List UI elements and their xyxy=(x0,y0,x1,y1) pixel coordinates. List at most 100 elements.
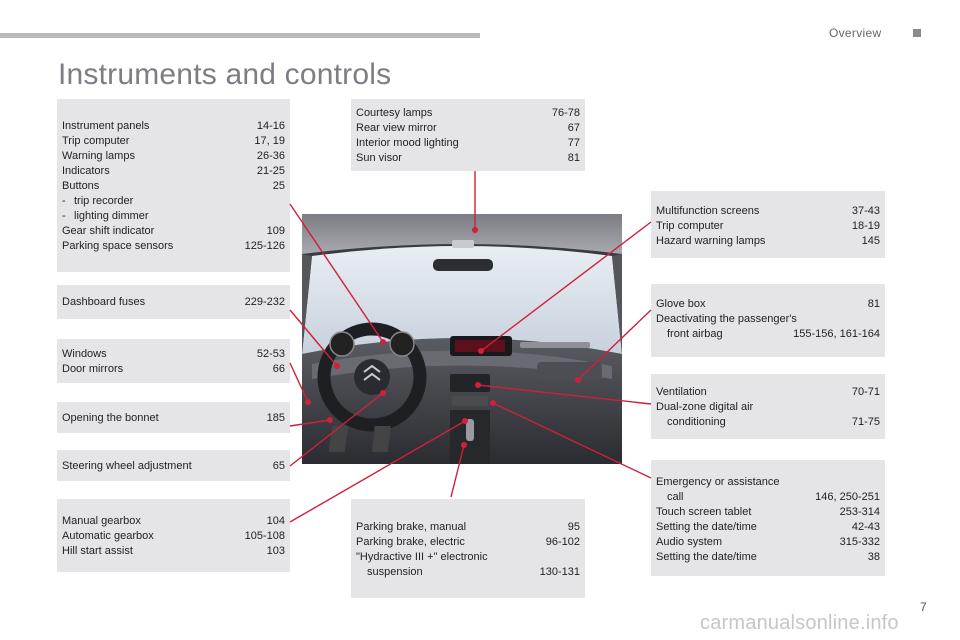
bonnet-box: Opening the bonnet 185 xyxy=(57,402,290,433)
reference-page: 109 xyxy=(266,225,285,237)
reference-row: Dual-zone digital air xyxy=(656,400,880,415)
reference-label: Parking brake, manual xyxy=(356,521,467,533)
reference-page: 185 xyxy=(266,412,285,424)
reference-page: 145 xyxy=(861,235,880,247)
reference-page: 155-156, 161-164 xyxy=(793,328,880,340)
reference-label-wrap: Rear view mirror xyxy=(356,121,437,136)
reference-label: Manual gearbox xyxy=(62,515,141,527)
reference-label: Automatic gearbox xyxy=(62,530,154,542)
reference-label: Emergency or assistance xyxy=(656,476,780,488)
reference-page: 71-75 xyxy=(851,416,880,428)
reference-row: Audio system 315-332 xyxy=(656,535,880,550)
reference-row: "Hydractive III +" electronic xyxy=(356,550,580,565)
page-title: Instruments and controls xyxy=(58,58,392,91)
reference-row: Instrument panels 14-16 xyxy=(62,119,285,134)
reference-label: Windows xyxy=(62,348,107,360)
reference-page: 37-43 xyxy=(851,205,880,217)
reference-page: 77 xyxy=(567,137,580,149)
reference-row: Glove box 81 xyxy=(656,297,880,312)
reference-label-wrap: Glove box xyxy=(656,297,706,312)
section-label: Overview xyxy=(829,26,882,40)
reference-label: Touch screen tablet xyxy=(656,506,752,518)
reference-label: call xyxy=(667,491,684,503)
reference-page: 66 xyxy=(272,363,285,375)
reference-label: trip recorder xyxy=(74,195,134,207)
reference-row: Hazard warning lamps 145 xyxy=(656,234,880,249)
reference-label-wrap: Dual-zone digital air xyxy=(656,400,753,415)
reference-page: 52-53 xyxy=(256,348,285,360)
reference-label: Audio system xyxy=(656,536,723,548)
reference-label-wrap: Deactivating the passenger's xyxy=(656,312,797,327)
reference-row: Interior mood lighting 77 xyxy=(356,136,580,151)
reference-label-wrap: Interior mood lighting xyxy=(356,136,459,151)
reference-label-wrap: Emergency or assistance xyxy=(656,475,780,490)
reference-label: "Hydractive III +" electronic xyxy=(356,551,488,563)
reference-label-wrap: Sun visor xyxy=(356,151,402,166)
reference-page: 146, 250-251 xyxy=(815,491,880,503)
reference-page: 25 xyxy=(272,180,285,192)
watermark: carmanualsonline.info xyxy=(700,612,899,634)
reference-label-wrap: "Hydractive III +" electronic xyxy=(356,550,488,565)
reference-page: 17, 19 xyxy=(254,135,285,147)
reference-label-wrap: Touch screen tablet xyxy=(656,505,751,520)
reference-row: Ventilation 70-71 xyxy=(656,385,880,400)
page-number: 7 xyxy=(920,600,927,614)
section-marker xyxy=(913,29,921,37)
reference-label-wrap: -trip recorder xyxy=(62,194,133,209)
dashboard-photo xyxy=(302,214,622,464)
reference-label: Setting the date/time xyxy=(656,551,757,563)
reference-row: Deactivating the passenger's xyxy=(656,312,880,327)
reference-label: Buttons xyxy=(62,180,100,192)
reference-label: suspension xyxy=(367,566,423,578)
reference-page: 81 xyxy=(867,298,880,310)
reference-row: suspension 130-131 xyxy=(356,565,580,580)
reference-page: 315-332 xyxy=(839,536,880,548)
reference-label-wrap: conditioning xyxy=(656,415,726,430)
reference-label-wrap: -lighting dimmer xyxy=(62,209,149,224)
reference-row: -trip recorder xyxy=(62,194,285,209)
reference-label-wrap: Ventilation xyxy=(656,385,707,400)
reference-label-wrap: Setting the date/time xyxy=(656,520,757,535)
reference-label: Glove box xyxy=(656,298,706,310)
reference-page: 14-16 xyxy=(256,120,285,132)
reference-row: Opening the bonnet 185 xyxy=(62,411,285,426)
reference-label: Setting the date/time xyxy=(656,521,757,533)
reference-label: Gear shift indicator xyxy=(62,225,155,237)
reference-page: 95 xyxy=(567,521,580,533)
reference-label-wrap: Dashboard fuses xyxy=(62,295,145,310)
reference-label-wrap: suspension xyxy=(356,565,423,580)
reference-label: Multifunction screens xyxy=(656,205,760,217)
reference-label: Instrument panels xyxy=(62,120,150,132)
reference-label-wrap: Hazard warning lamps xyxy=(656,234,765,249)
reference-label-wrap: Parking brake, electric xyxy=(356,535,465,550)
reference-label-wrap: Indicators xyxy=(62,164,110,179)
reference-label-wrap: Windows xyxy=(62,347,107,362)
reference-page: 104 xyxy=(266,515,285,527)
reference-row: conditioning 71-75 xyxy=(656,415,880,430)
reference-label-wrap: Courtesy lamps xyxy=(356,106,432,121)
reference-label-wrap: Setting the date/time xyxy=(656,550,757,565)
reference-page: 130-131 xyxy=(539,566,580,578)
reference-page: 70-71 xyxy=(851,386,880,398)
reference-label: Trip computer xyxy=(656,220,724,232)
reference-label-wrap: Warning lamps xyxy=(62,149,135,164)
reference-label: Ventilation xyxy=(656,386,707,398)
reference-label: Steering wheel adjustment xyxy=(62,460,192,472)
reference-label-wrap: Opening the bonnet xyxy=(62,411,159,426)
reference-row: Windows 52-53 xyxy=(62,347,285,362)
